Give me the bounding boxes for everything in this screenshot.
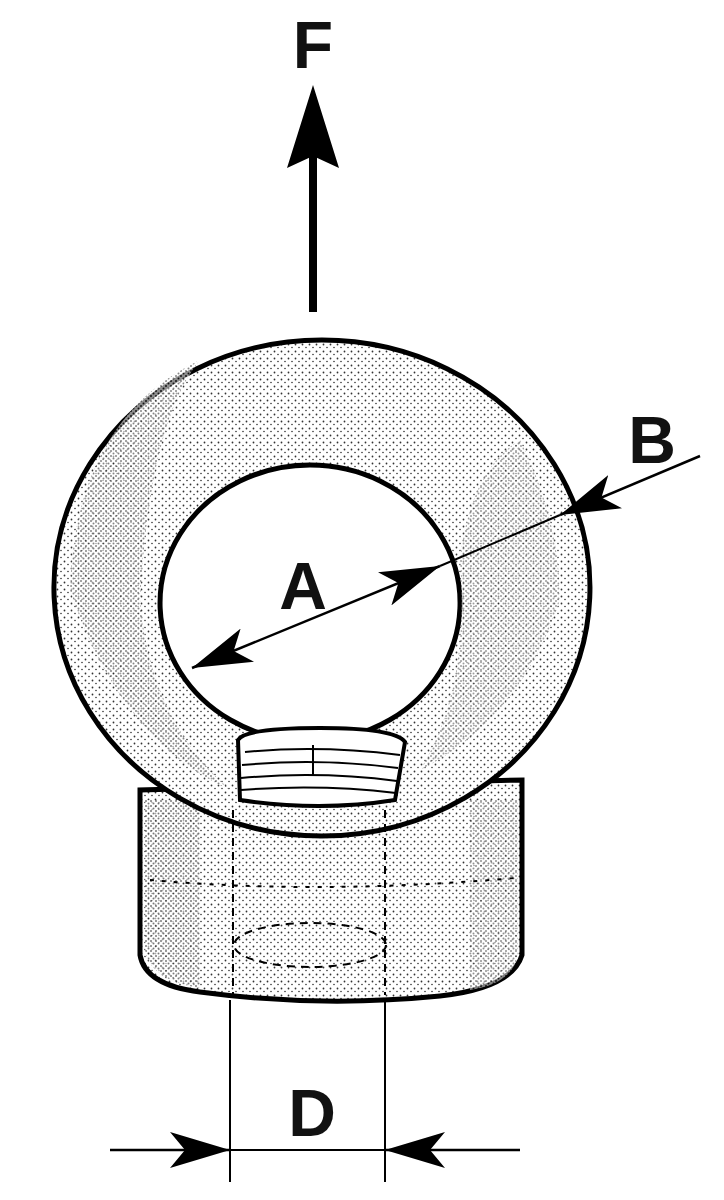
dimension-label: D — [288, 1080, 336, 1146]
dimension-label: B — [628, 407, 676, 473]
force-arrow — [287, 85, 339, 312]
dimension-d — [110, 1000, 520, 1182]
ring-shading — [70, 360, 230, 790]
hidden-lines — [150, 810, 515, 995]
base-shading — [470, 800, 518, 990]
eye-ring — [54, 340, 590, 836]
threaded-hole — [238, 728, 405, 806]
base-shading — [145, 800, 200, 988]
ring-shading — [420, 440, 560, 770]
dimension-label: A — [279, 553, 327, 619]
dimension-line-b — [440, 515, 560, 566]
force-label: F — [293, 12, 333, 78]
